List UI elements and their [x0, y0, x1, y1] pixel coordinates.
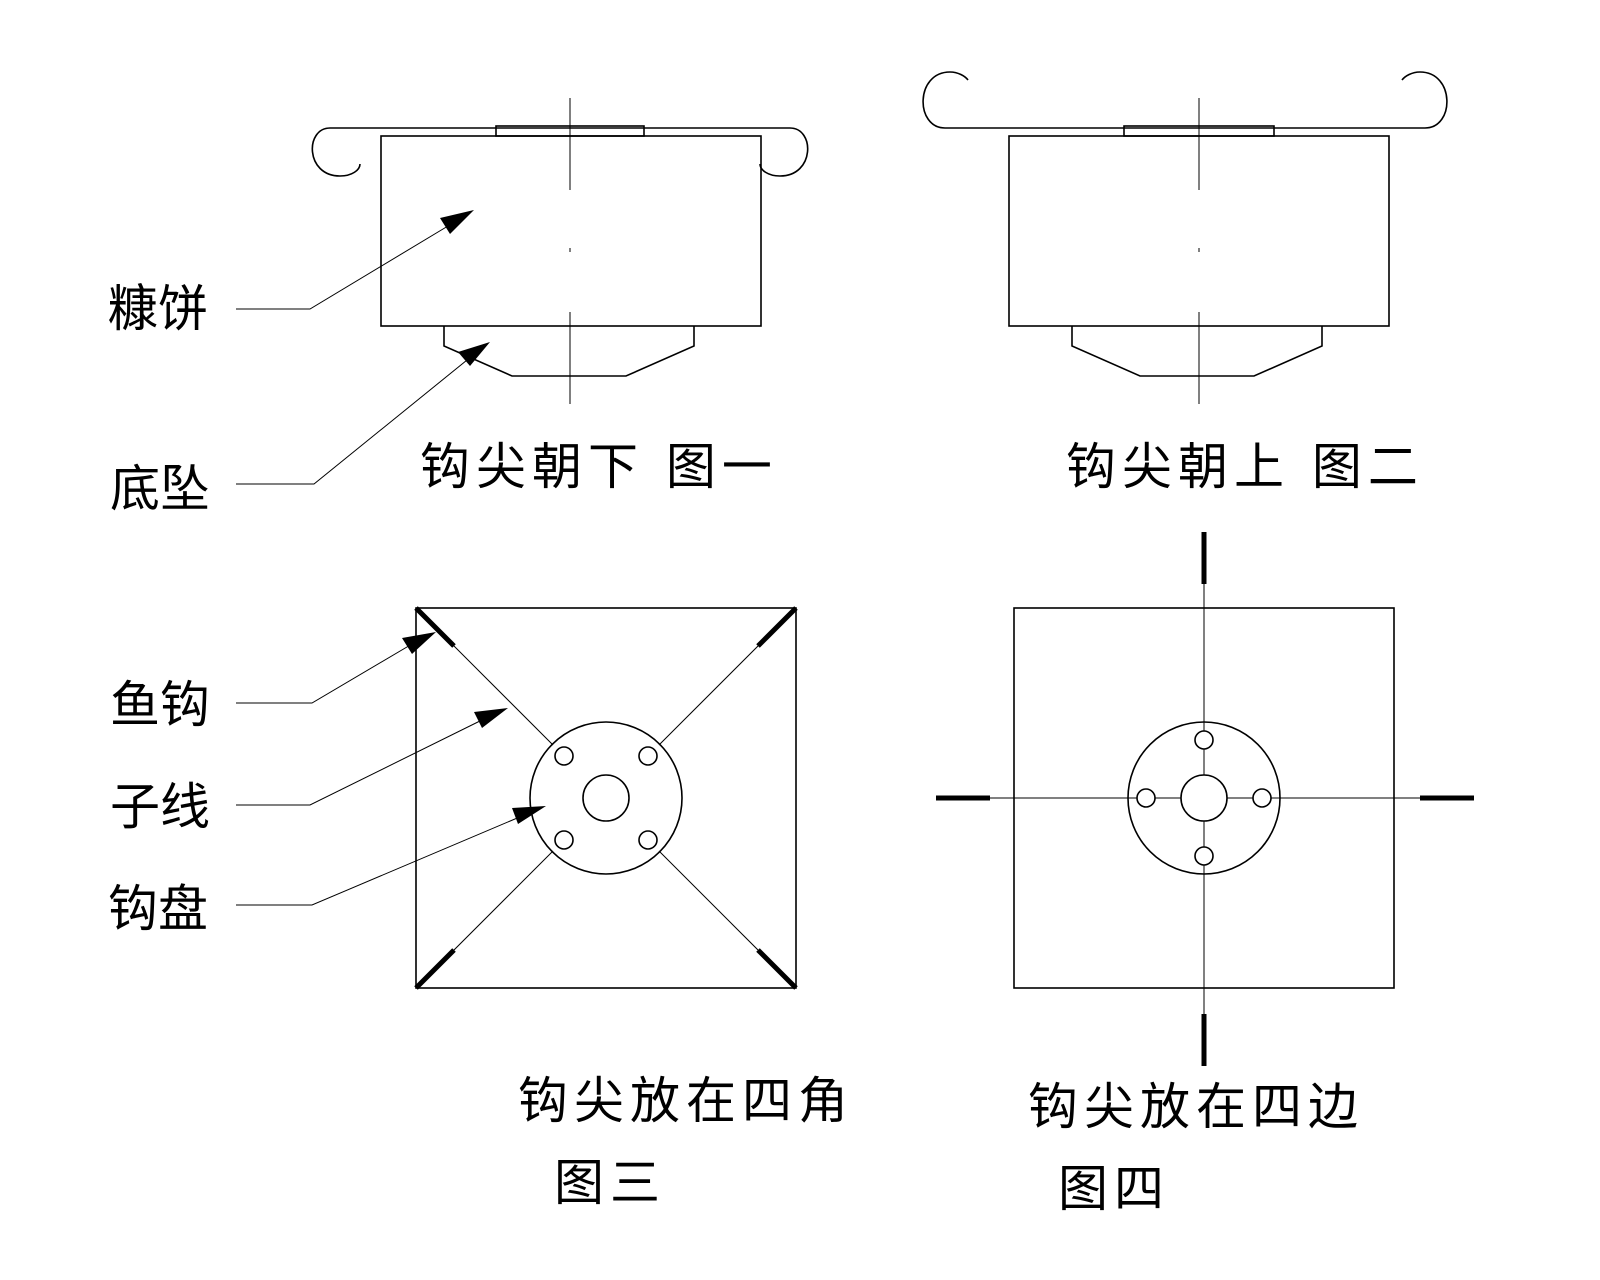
fig3-hook-br: [756, 948, 798, 990]
label-hook-plate: 钩盘: [108, 880, 208, 938]
leader-fish-hook: [236, 643, 413, 704]
fig4-plate-center-hole: [1180, 774, 1228, 822]
fig3-bait-square: [415, 607, 797, 989]
label-fish-hook: 鱼钩: [110, 676, 210, 734]
fig4-plate-hole-bottom: [1194, 846, 1214, 866]
label-base-weight: 底坠: [110, 460, 210, 518]
fig1-base-weight: [443, 326, 695, 377]
caption-figure-4-line-2: 图四: [1058, 1160, 1170, 1218]
fig4-plate-hole-left: [1136, 788, 1156, 808]
figure-4-side-hooks: [936, 532, 1474, 1066]
arrow-sub-line: [474, 708, 508, 728]
fig3-hook-bl: [414, 948, 456, 990]
leader-bait-cake: [236, 225, 449, 310]
leader-base-weight: [236, 355, 473, 485]
fig4-plate-hole-right: [1252, 788, 1272, 808]
figure-2-hooks-up: [922, 71, 1448, 404]
fig3-hook-tl: [414, 606, 456, 648]
arrow-bait-cake: [440, 210, 474, 234]
fig3-plate-hole-br: [638, 830, 658, 850]
leader-hook-plate: [236, 815, 523, 906]
caption-figure-2: 钩尖朝上 图二: [1066, 438, 1424, 496]
arrow-hook-plate: [512, 806, 546, 824]
fig3-hook-tr: [756, 606, 798, 648]
label-bait-cake: 糠饼: [108, 280, 208, 338]
fig4-plate-hole-top: [1194, 730, 1214, 750]
fig2-base-weight: [1071, 326, 1323, 377]
fig3-hook-plate: [529, 721, 683, 875]
fig1-hook-wire: [311, 127, 809, 177]
fig3-plate-hole-tl: [554, 746, 574, 766]
caption-figure-3-line-2: 图三: [554, 1154, 666, 1212]
fig3-plate-hole-bl: [554, 830, 574, 850]
label-sub-line: 子线: [110, 778, 210, 836]
caption-figure-4-line-1: 钩尖放在四边: [1028, 1078, 1364, 1136]
caption-figure-1: 钩尖朝下 图一: [420, 438, 778, 496]
figure-1-hooks-down: [311, 98, 809, 404]
fig3-plate-hole-tr: [638, 746, 658, 766]
leader-lines: [236, 210, 546, 906]
fig3-plate-center-hole: [582, 774, 630, 822]
fig1-bait-cake: [380, 135, 762, 327]
caption-figure-3-line-1: 钩尖放在四角: [518, 1072, 854, 1130]
figure-3-corner-hooks: [414, 606, 798, 990]
arrow-base-weight: [458, 342, 490, 366]
fig2-hook-wire: [922, 71, 1448, 129]
leader-sub-line: [236, 717, 487, 806]
arrow-fish-hook: [402, 632, 436, 654]
